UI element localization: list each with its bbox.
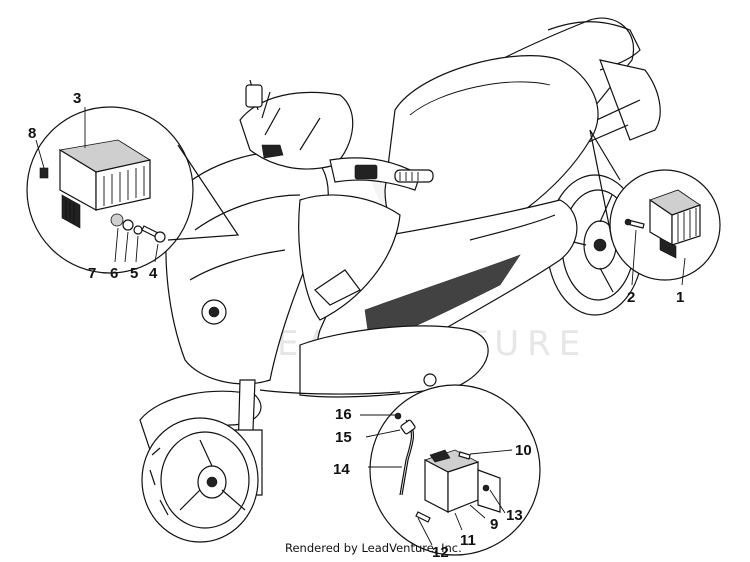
callout-11: 11 — [460, 532, 476, 549]
clip-part8 — [39, 167, 49, 179]
detail-circle-left — [26, 106, 240, 274]
screw-part10 — [458, 451, 471, 460]
callout-15: 15 — [335, 429, 352, 446]
callout-13: 13 — [506, 507, 523, 524]
nut-part7 — [110, 213, 124, 227]
bracket-part9 — [477, 469, 501, 513]
voltage-regulator-part3 — [58, 139, 152, 229]
callout-8: 8 — [28, 125, 36, 142]
washer-part5 — [133, 225, 143, 235]
render-credit: Rendered by LeadVenture, Inc. — [285, 541, 462, 555]
callout-7: 7 — [88, 265, 96, 282]
control-unit-part11 — [423, 449, 480, 513]
callout-16: 16 — [335, 406, 352, 423]
detail-circle-right — [589, 129, 721, 286]
floorboard — [299, 325, 489, 398]
voltage-regulator-part1 — [649, 189, 701, 259]
callout-labels: 1 2 3 4 5 6 7 8 9 10 11 12 13 14 15 16 — [28, 90, 684, 561]
callout-6: 6 — [110, 265, 118, 282]
callout-1: 1 — [676, 289, 684, 306]
callout-3: 3 — [73, 90, 81, 107]
front-wheel — [141, 417, 259, 543]
screw-part12 — [415, 511, 431, 523]
connector-part15 — [400, 419, 416, 435]
callout-9: 9 — [490, 516, 498, 533]
callout-2: 2 — [627, 289, 635, 306]
callout-10: 10 — [515, 442, 532, 459]
scooter-illustration — [139, 17, 661, 543]
washer-part6 — [122, 219, 134, 231]
callout-14: 14 — [333, 461, 350, 478]
callout-12: 12 — [432, 544, 449, 561]
nut-part13 — [482, 484, 490, 492]
clamp-part16 — [394, 412, 402, 420]
callout-4: 4 — [149, 265, 158, 282]
detail-circle-bottom — [360, 384, 541, 556]
callout-5: 5 — [130, 265, 138, 282]
